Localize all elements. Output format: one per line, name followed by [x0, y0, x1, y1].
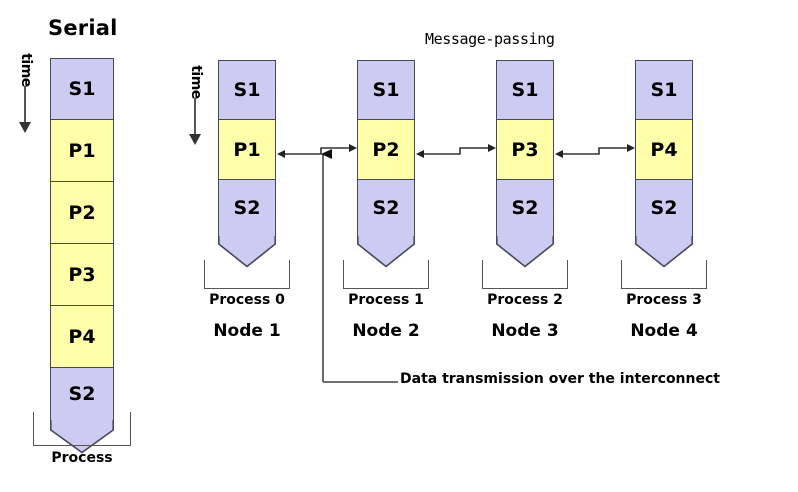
- segment-label: P3: [511, 138, 539, 161]
- time-axis-line: [24, 86, 26, 126]
- process-segment: S2: [218, 180, 276, 236]
- segment-label: P2: [68, 201, 96, 224]
- message-arrow-2-3: [554, 140, 636, 162]
- segment-label: P1: [68, 139, 96, 162]
- serial-segment: S1: [50, 58, 114, 120]
- segment-label: P4: [650, 138, 678, 161]
- process-caption-3: Process 3: [626, 292, 702, 308]
- process-column-2: S1 P3 S2: [496, 60, 554, 268]
- process-bracket-3: [621, 260, 707, 289]
- segment-label: S1: [372, 79, 400, 101]
- process-segment: P2: [357, 120, 415, 180]
- column-tail-pointer-icon: [635, 236, 693, 268]
- process-bracket-0: [204, 260, 290, 289]
- column-tail-pointer-icon: [496, 236, 554, 268]
- process-segment: S2: [496, 180, 554, 236]
- serial-process-caption: Process: [51, 450, 113, 466]
- serial-segment: S2: [50, 368, 114, 420]
- time-axis-label: time: [18, 53, 34, 87]
- segment-label: P3: [68, 263, 96, 286]
- segment-label: S1: [233, 79, 261, 101]
- node-caption-1: Node 2: [352, 321, 420, 341]
- time-axis-line: [194, 98, 196, 138]
- process-column-0: S1 P1 S2: [218, 60, 276, 268]
- serial-process-column: S1 P1 P2 P3 P4 S2: [50, 58, 114, 454]
- time-axis-arrowhead-icon: [189, 134, 201, 145]
- callout-leader-line: [318, 149, 410, 390]
- process-bracket-1: [343, 260, 429, 289]
- segment-label: S2: [372, 197, 400, 219]
- time-axis-label: time: [188, 65, 204, 99]
- process-segment: S1: [357, 60, 415, 120]
- node-caption-2: Node 3: [491, 321, 559, 341]
- segment-label: S2: [650, 197, 678, 219]
- process-segment: S1: [496, 60, 554, 120]
- segment-label: S2: [233, 197, 261, 219]
- segment-label: P4: [68, 325, 96, 348]
- segment-label: S1: [650, 79, 678, 101]
- process-segment: S1: [635, 60, 693, 120]
- serial-segment: P4: [50, 306, 114, 368]
- process-segment: S1: [218, 60, 276, 120]
- process-bracket-2: [482, 260, 568, 289]
- serial-title: Serial: [48, 16, 118, 40]
- column-tail-pointer-icon: [218, 236, 276, 268]
- callout-label: Data transmission over the interconnect: [400, 371, 720, 387]
- segment-label: P1: [233, 138, 261, 161]
- message-arrow-1-2: [415, 140, 497, 162]
- process-segment: P1: [218, 120, 276, 180]
- process-segment: S2: [635, 180, 693, 236]
- serial-segment: P1: [50, 120, 114, 182]
- message-passing-title: Message-passing: [425, 30, 555, 48]
- process-column-3: S1 P4 S2: [635, 60, 693, 268]
- serial-segment: P2: [50, 182, 114, 244]
- serial-process-bracket: [33, 412, 131, 446]
- node-caption-3: Node 4: [630, 321, 698, 341]
- process-segment: P4: [635, 120, 693, 180]
- node-caption-0: Node 1: [213, 321, 281, 341]
- segment-label: S2: [68, 383, 96, 405]
- time-axis-arrowhead-icon: [19, 122, 31, 133]
- segment-label: S1: [68, 78, 96, 100]
- process-column-1: S1 P2 S2: [357, 60, 415, 268]
- process-caption-1: Process 1: [348, 292, 424, 308]
- process-segment: S2: [357, 180, 415, 236]
- process-caption-0: Process 0: [209, 292, 285, 308]
- segment-label: S1: [511, 79, 539, 101]
- process-segment: P3: [496, 120, 554, 180]
- column-tail-pointer-icon: [50, 420, 114, 454]
- process-caption-2: Process 2: [487, 292, 563, 308]
- segment-label: P2: [372, 138, 400, 161]
- segment-label: S2: [511, 197, 539, 219]
- serial-segment: P3: [50, 244, 114, 306]
- column-tail-pointer-icon: [357, 236, 415, 268]
